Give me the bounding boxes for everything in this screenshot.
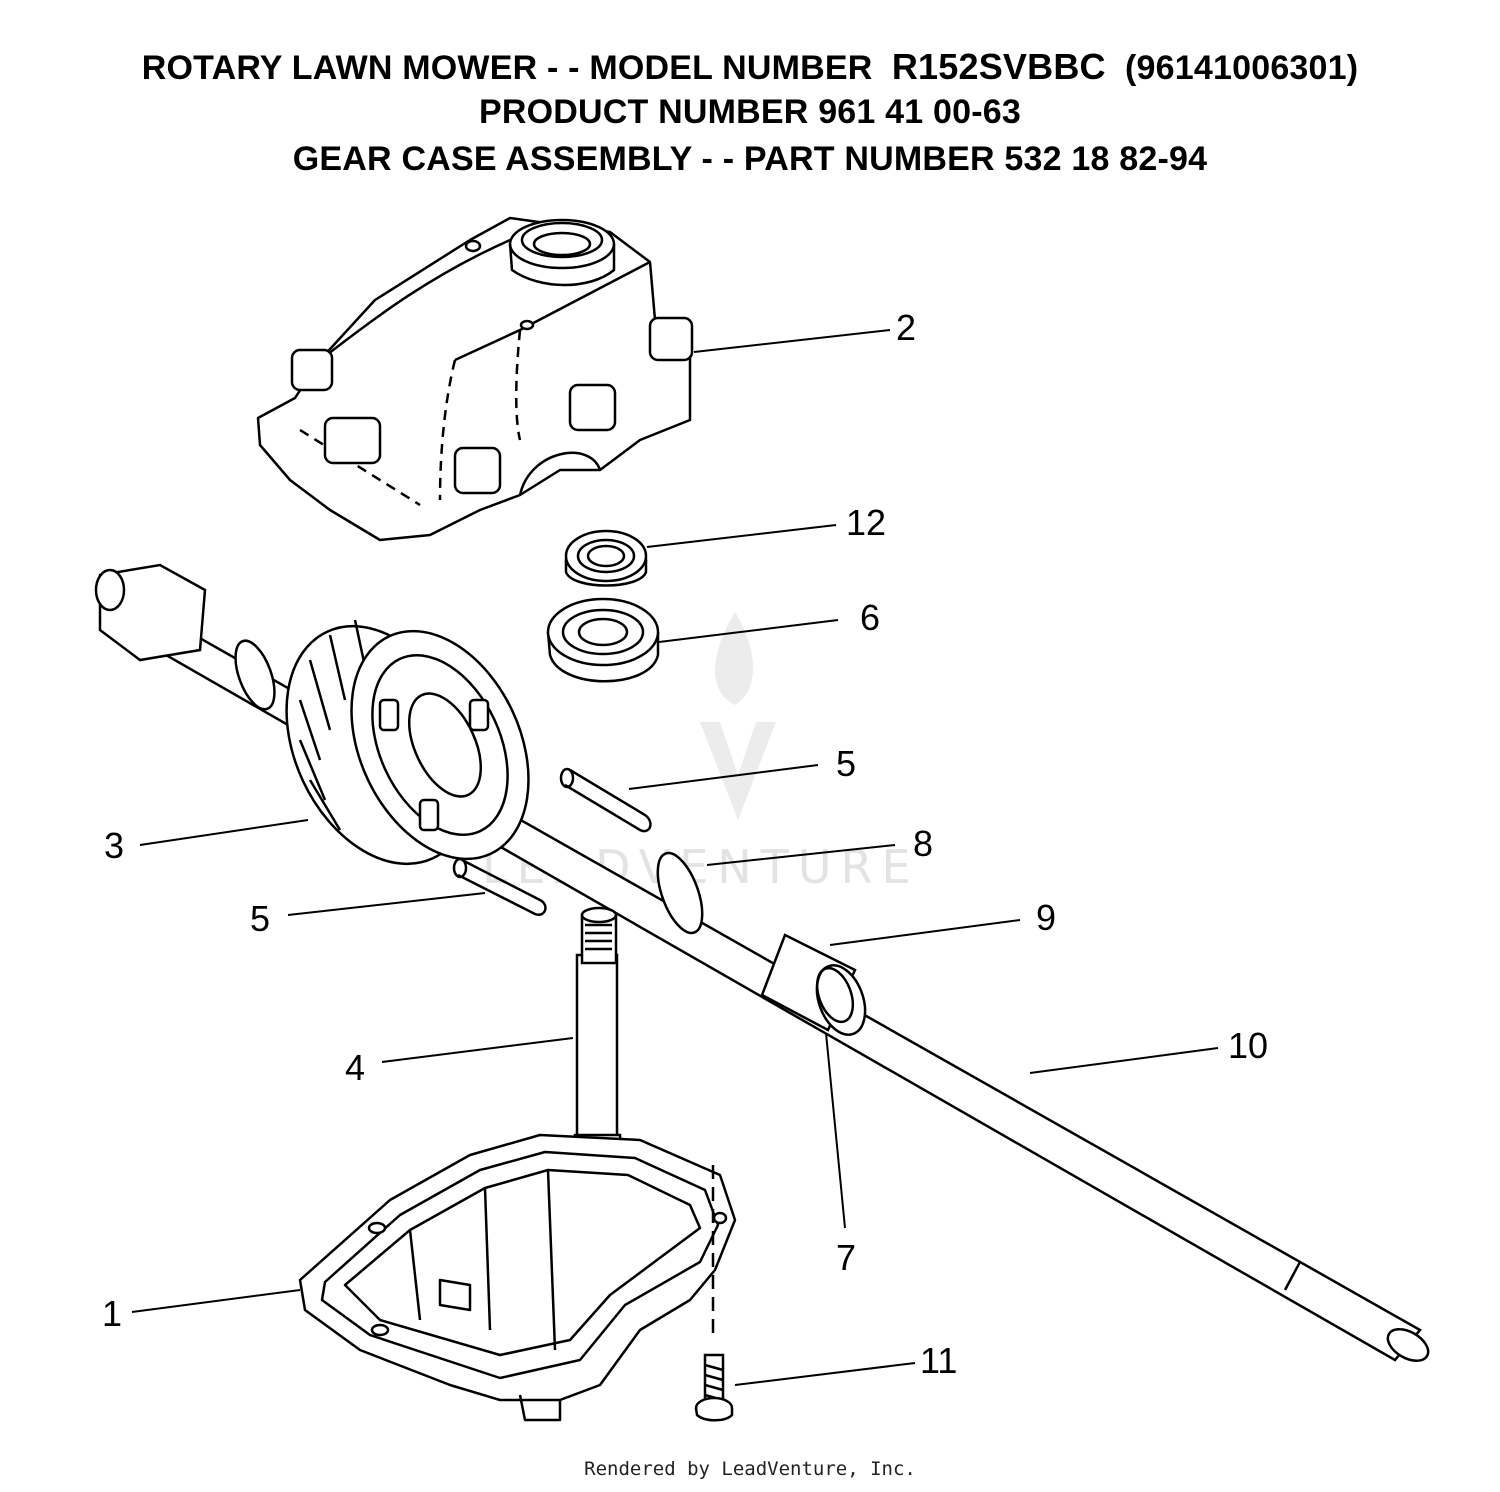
part-2-gear-case-cover <box>256 216 694 542</box>
callout-10: 10 <box>1228 1025 1268 1066</box>
part-5-key-upper <box>559 767 652 833</box>
callout-5-upper: 5 <box>836 743 856 784</box>
title-line-1: ROTARY LAWN MOWER - - MODEL NUMBER R152S… <box>0 46 1500 88</box>
part-5-key-lower <box>452 857 547 916</box>
leader-8 <box>706 844 896 866</box>
leader-9 <box>829 919 1021 946</box>
leader-5-upper <box>628 764 819 790</box>
leader-11 <box>734 1362 916 1386</box>
callout-9: 9 <box>1036 897 1056 938</box>
leader-7 <box>825 1032 846 1229</box>
leader-12 <box>646 524 837 548</box>
leader-2 <box>693 329 891 353</box>
title-line-2: PRODUCT NUMBER 961 41 00-63 <box>478 93 1021 131</box>
callout-8: 8 <box>913 823 933 864</box>
leader-4 <box>381 1037 574 1063</box>
part-3-bevel-gear <box>285 619 530 866</box>
leader-3 <box>139 819 309 846</box>
callout-5-lower: 5 <box>250 898 270 939</box>
serial-number: (96141006301) <box>1105 49 1359 87</box>
part-11-screw <box>694 1165 734 1422</box>
part-1-gear-case-housing <box>298 1133 737 1422</box>
leadventure-flame-logo <box>700 612 776 820</box>
callout-11: 11 <box>920 1340 957 1381</box>
leader-6 <box>658 619 839 643</box>
leader-lines <box>131 329 1219 1386</box>
part-8-washer <box>656 851 704 935</box>
leader-1 <box>131 1289 301 1313</box>
callout-3: 3 <box>104 825 124 866</box>
leader-5-lower <box>287 892 486 916</box>
part-9-bushing <box>760 933 867 1036</box>
title-line-3: GEAR CASE ASSEMBLY - - PART NUMBER 532 1… <box>292 140 1208 178</box>
part-7-bearing-ring <box>815 966 855 1024</box>
model-number: R152SVBBC <box>891 46 1106 87</box>
leader-10 <box>1029 1047 1219 1074</box>
callout-2: 2 <box>896 307 916 348</box>
callout-6: 6 <box>860 597 880 638</box>
callout-12: 12 <box>846 502 886 543</box>
callout-labels: 2 12 6 5 8 9 10 3 5 4 7 1 11 <box>102 307 1268 1381</box>
part-12-seal <box>564 529 648 587</box>
footer-credit: Rendered by LeadVenture, Inc. <box>584 1458 916 1480</box>
callout-7: 7 <box>836 1237 856 1278</box>
callout-1: 1 <box>102 1293 122 1334</box>
callout-4: 4 <box>345 1047 365 1088</box>
title-prefix: ROTARY LAWN MOWER - - MODEL NUMBER <box>141 49 892 87</box>
part-6-ball-bearing <box>546 597 660 683</box>
